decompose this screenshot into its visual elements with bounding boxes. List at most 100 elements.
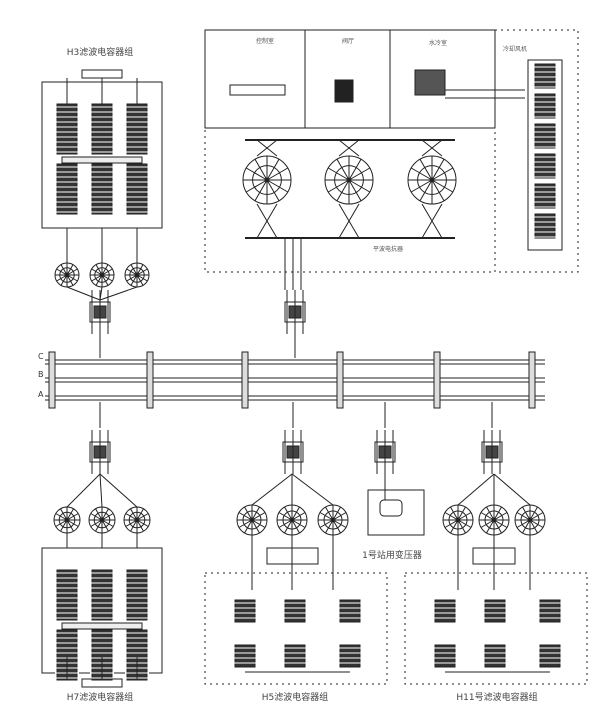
h11-neutral-frame bbox=[472, 547, 516, 565]
label-room-3: 水冷室 bbox=[428, 40, 448, 47]
capacitor-stack bbox=[534, 183, 556, 209]
label-h11-filter-capacitor-bank: H11号滤波电容器组 bbox=[456, 693, 538, 703]
h11-capacitor-upper bbox=[483, 599, 507, 623]
capacitor-stack bbox=[434, 644, 456, 668]
smoothing-reactor bbox=[407, 155, 457, 205]
h3-switch-group bbox=[89, 290, 111, 334]
reactor-spoke bbox=[410, 167, 433, 181]
capacitor-column-upper bbox=[55, 569, 79, 621]
capacitor-stack bbox=[539, 644, 561, 668]
reactor-spoke bbox=[245, 167, 268, 181]
label-room-1: 控制室 bbox=[255, 38, 275, 45]
label-h5-filter-capacitor-bank: H5滤波电容器组 bbox=[261, 693, 329, 703]
bus-phase-a: A bbox=[38, 390, 44, 399]
reactor-spoke bbox=[410, 179, 433, 193]
reactor-spoke bbox=[348, 167, 371, 181]
bus-phase-b: B bbox=[38, 370, 44, 379]
capacitor-column-lower bbox=[125, 163, 149, 215]
reactor-spoke bbox=[266, 179, 289, 193]
capacitor-column-upper bbox=[125, 569, 149, 621]
capacitor-stack bbox=[534, 63, 556, 89]
cooling-unit bbox=[533, 93, 557, 119]
h7-reactor bbox=[123, 506, 151, 534]
h11-capacitor-lower bbox=[483, 644, 507, 668]
label-room-4: 冷却风机 bbox=[502, 46, 528, 53]
cooling-frame bbox=[527, 59, 563, 251]
capacitor-stack bbox=[284, 599, 306, 623]
wire bbox=[99, 473, 138, 508]
reactor-spoke bbox=[480, 519, 495, 528]
reactor-center bbox=[64, 272, 70, 278]
wire bbox=[99, 473, 103, 508]
capacitor-column-lower bbox=[90, 163, 114, 215]
h11-capacitor-upper bbox=[433, 599, 457, 623]
smoothing-reactor bbox=[242, 155, 292, 205]
feeder-switch-group bbox=[284, 290, 306, 334]
reactor-yard bbox=[204, 127, 496, 273]
neutral-reactor bbox=[81, 69, 123, 79]
capacitor-stack bbox=[434, 599, 456, 623]
reactor-spoke bbox=[444, 512, 459, 521]
wire bbox=[421, 139, 443, 157]
h11-reactor bbox=[514, 504, 546, 536]
reactor-spoke bbox=[431, 158, 445, 181]
wire bbox=[66, 473, 101, 508]
capacitor-column-lower bbox=[55, 163, 79, 215]
capacitor-stack bbox=[539, 599, 561, 623]
capacitor-column-lower bbox=[55, 629, 79, 681]
reactor-spoke bbox=[336, 179, 350, 202]
wire bbox=[338, 139, 360, 157]
reactor-spoke bbox=[444, 519, 459, 528]
reactor-spoke bbox=[254, 179, 268, 202]
reactor-spoke bbox=[327, 167, 350, 181]
reactor-spoke bbox=[266, 167, 289, 181]
reactor-spoke bbox=[266, 179, 280, 202]
transformer-tank bbox=[379, 499, 403, 517]
reactor-center bbox=[491, 517, 497, 523]
reactor-center bbox=[330, 517, 336, 523]
h11-reactor bbox=[442, 504, 474, 536]
wire bbox=[256, 139, 278, 157]
reactor-spoke bbox=[238, 512, 253, 521]
converter-equipment bbox=[334, 79, 354, 103]
bus-support bbox=[528, 351, 536, 409]
reactor-spoke bbox=[419, 179, 433, 202]
station-transformer-switch-group bbox=[374, 430, 396, 474]
reactor-spoke bbox=[278, 519, 293, 528]
reactor-spoke bbox=[251, 512, 266, 521]
reactor-center bbox=[134, 517, 140, 523]
h5-capacitor-upper bbox=[283, 599, 307, 623]
reactor-spoke bbox=[431, 179, 445, 202]
cooling-unit bbox=[533, 153, 557, 179]
reactor-spoke bbox=[348, 158, 362, 181]
h5-fence bbox=[204, 572, 388, 685]
reactor-center bbox=[429, 177, 435, 183]
reactor-center bbox=[346, 177, 352, 183]
capacitor-stack bbox=[534, 123, 556, 149]
reactor-spoke bbox=[251, 519, 266, 528]
reactor-center bbox=[527, 517, 533, 523]
reactor-spoke bbox=[278, 512, 293, 521]
reactor-spoke bbox=[457, 512, 472, 521]
h5-capacitor-upper bbox=[338, 599, 362, 623]
h7-reactor bbox=[88, 506, 116, 534]
reactor-center bbox=[99, 517, 105, 523]
reactor-spoke bbox=[266, 158, 280, 181]
reactor-spoke bbox=[419, 158, 433, 181]
wire bbox=[338, 203, 360, 239]
h11-reactor bbox=[478, 504, 510, 536]
h3-reactor bbox=[124, 262, 150, 288]
capacitor-stack bbox=[234, 644, 256, 668]
capacitor-stack bbox=[534, 93, 556, 119]
h7-switch-group bbox=[89, 430, 111, 474]
smoothing-reactor bbox=[324, 155, 374, 205]
h5-switch-group bbox=[282, 430, 304, 474]
reactor-spoke bbox=[291, 512, 306, 521]
station-transformer-box bbox=[367, 489, 425, 536]
h3-reactor bbox=[54, 262, 80, 288]
h11-capacitor-lower bbox=[433, 644, 457, 668]
wire bbox=[421, 203, 443, 239]
reactor-spoke bbox=[327, 179, 350, 193]
h5-reactor bbox=[276, 504, 308, 536]
